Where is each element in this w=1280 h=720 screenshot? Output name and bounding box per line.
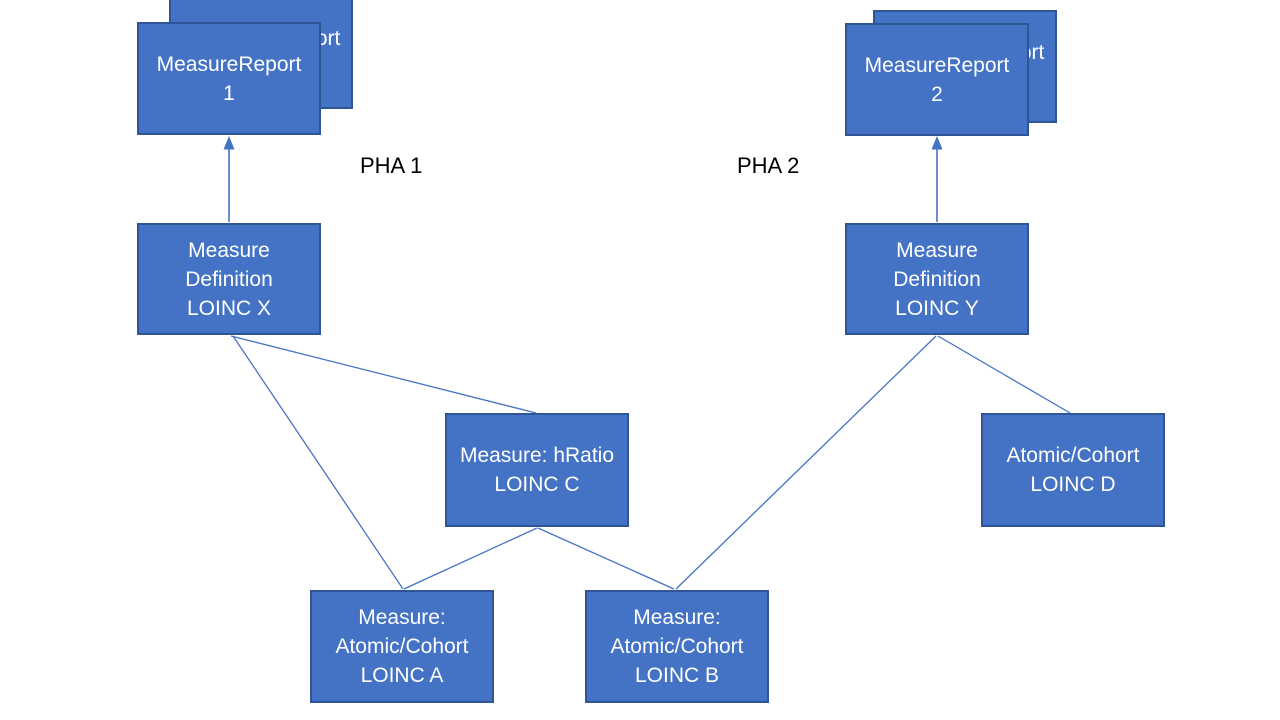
edge-hratio-c-to-atomic-a [403, 527, 538, 590]
node-text-line: LOINC C [494, 473, 580, 496]
node-text-line: LOINC Y [895, 296, 979, 320]
node-text-line: Definition [893, 267, 981, 291]
node-text-line: LOINC X [186, 296, 272, 320]
node-text-line: Measure [188, 238, 270, 262]
node-text-line: 2 [931, 82, 943, 106]
edge-hratio-c-to-atomic-b [537, 527, 675, 590]
node-text-line: Measure: [358, 606, 446, 629]
arrowhead-up-icon [931, 136, 943, 150]
node-text-line: Atomic/Cohort [1006, 444, 1140, 467]
node-text-line: LOINC D [1030, 473, 1116, 496]
node-measure-atomic-cohort-loinc-b: Measure: Atomic/Cohort LOINC B [585, 590, 769, 703]
edge-measure-def-y-to-atomic-b [675, 335, 937, 590]
edge-measure-def-x-to-hratio-c [230, 335, 537, 414]
node-text-line: Definition [185, 267, 273, 291]
node-text-line: LOINC B [634, 664, 720, 687]
node-atomic-cohort-loinc-d: Atomic/Cohort LOINC D [981, 413, 1165, 527]
arrowhead-up-icon [223, 136, 235, 150]
node-measure-report-1: MeasureReport 1 [137, 22, 321, 135]
node-text-line: MeasureReport [864, 53, 1010, 77]
node-measure-definition-loinc-x: Measure Definition LOINC X [137, 223, 321, 335]
node-measure-hratio-loinc-c: Measure: hRatio LOINC C [445, 413, 629, 527]
label-pha-1: PHA 1 [360, 153, 423, 178]
node-measure-report-2: MeasureReport 2 [845, 23, 1029, 136]
node-text-line: Measure [896, 238, 978, 262]
node-text-line: MeasureReport [156, 52, 302, 76]
node-text-line: Measure: [633, 606, 721, 629]
node-text-line: Atomic/Cohort [610, 635, 744, 658]
node-text-line: LOINC A [360, 664, 444, 687]
node-measure-atomic-cohort-loinc-a: Measure: Atomic/Cohort LOINC A [310, 590, 494, 703]
arrow-measure-def-y-to-report2 [931, 136, 943, 222]
arrow-measure-def-x-to-report1 [223, 136, 235, 222]
node-text-line: Measure: hRatio [459, 444, 615, 467]
label-pha-2: PHA 2 [737, 153, 800, 178]
node-text-line: Atomic/Cohort [335, 635, 469, 658]
node-measure-definition-loinc-y: Measure Definition LOINC Y [845, 223, 1029, 335]
edge-measure-def-x-to-atomic-a [232, 335, 404, 590]
edge-measure-def-y-to-atomic-d [937, 335, 1071, 414]
node-text-line: 1 [223, 81, 235, 105]
